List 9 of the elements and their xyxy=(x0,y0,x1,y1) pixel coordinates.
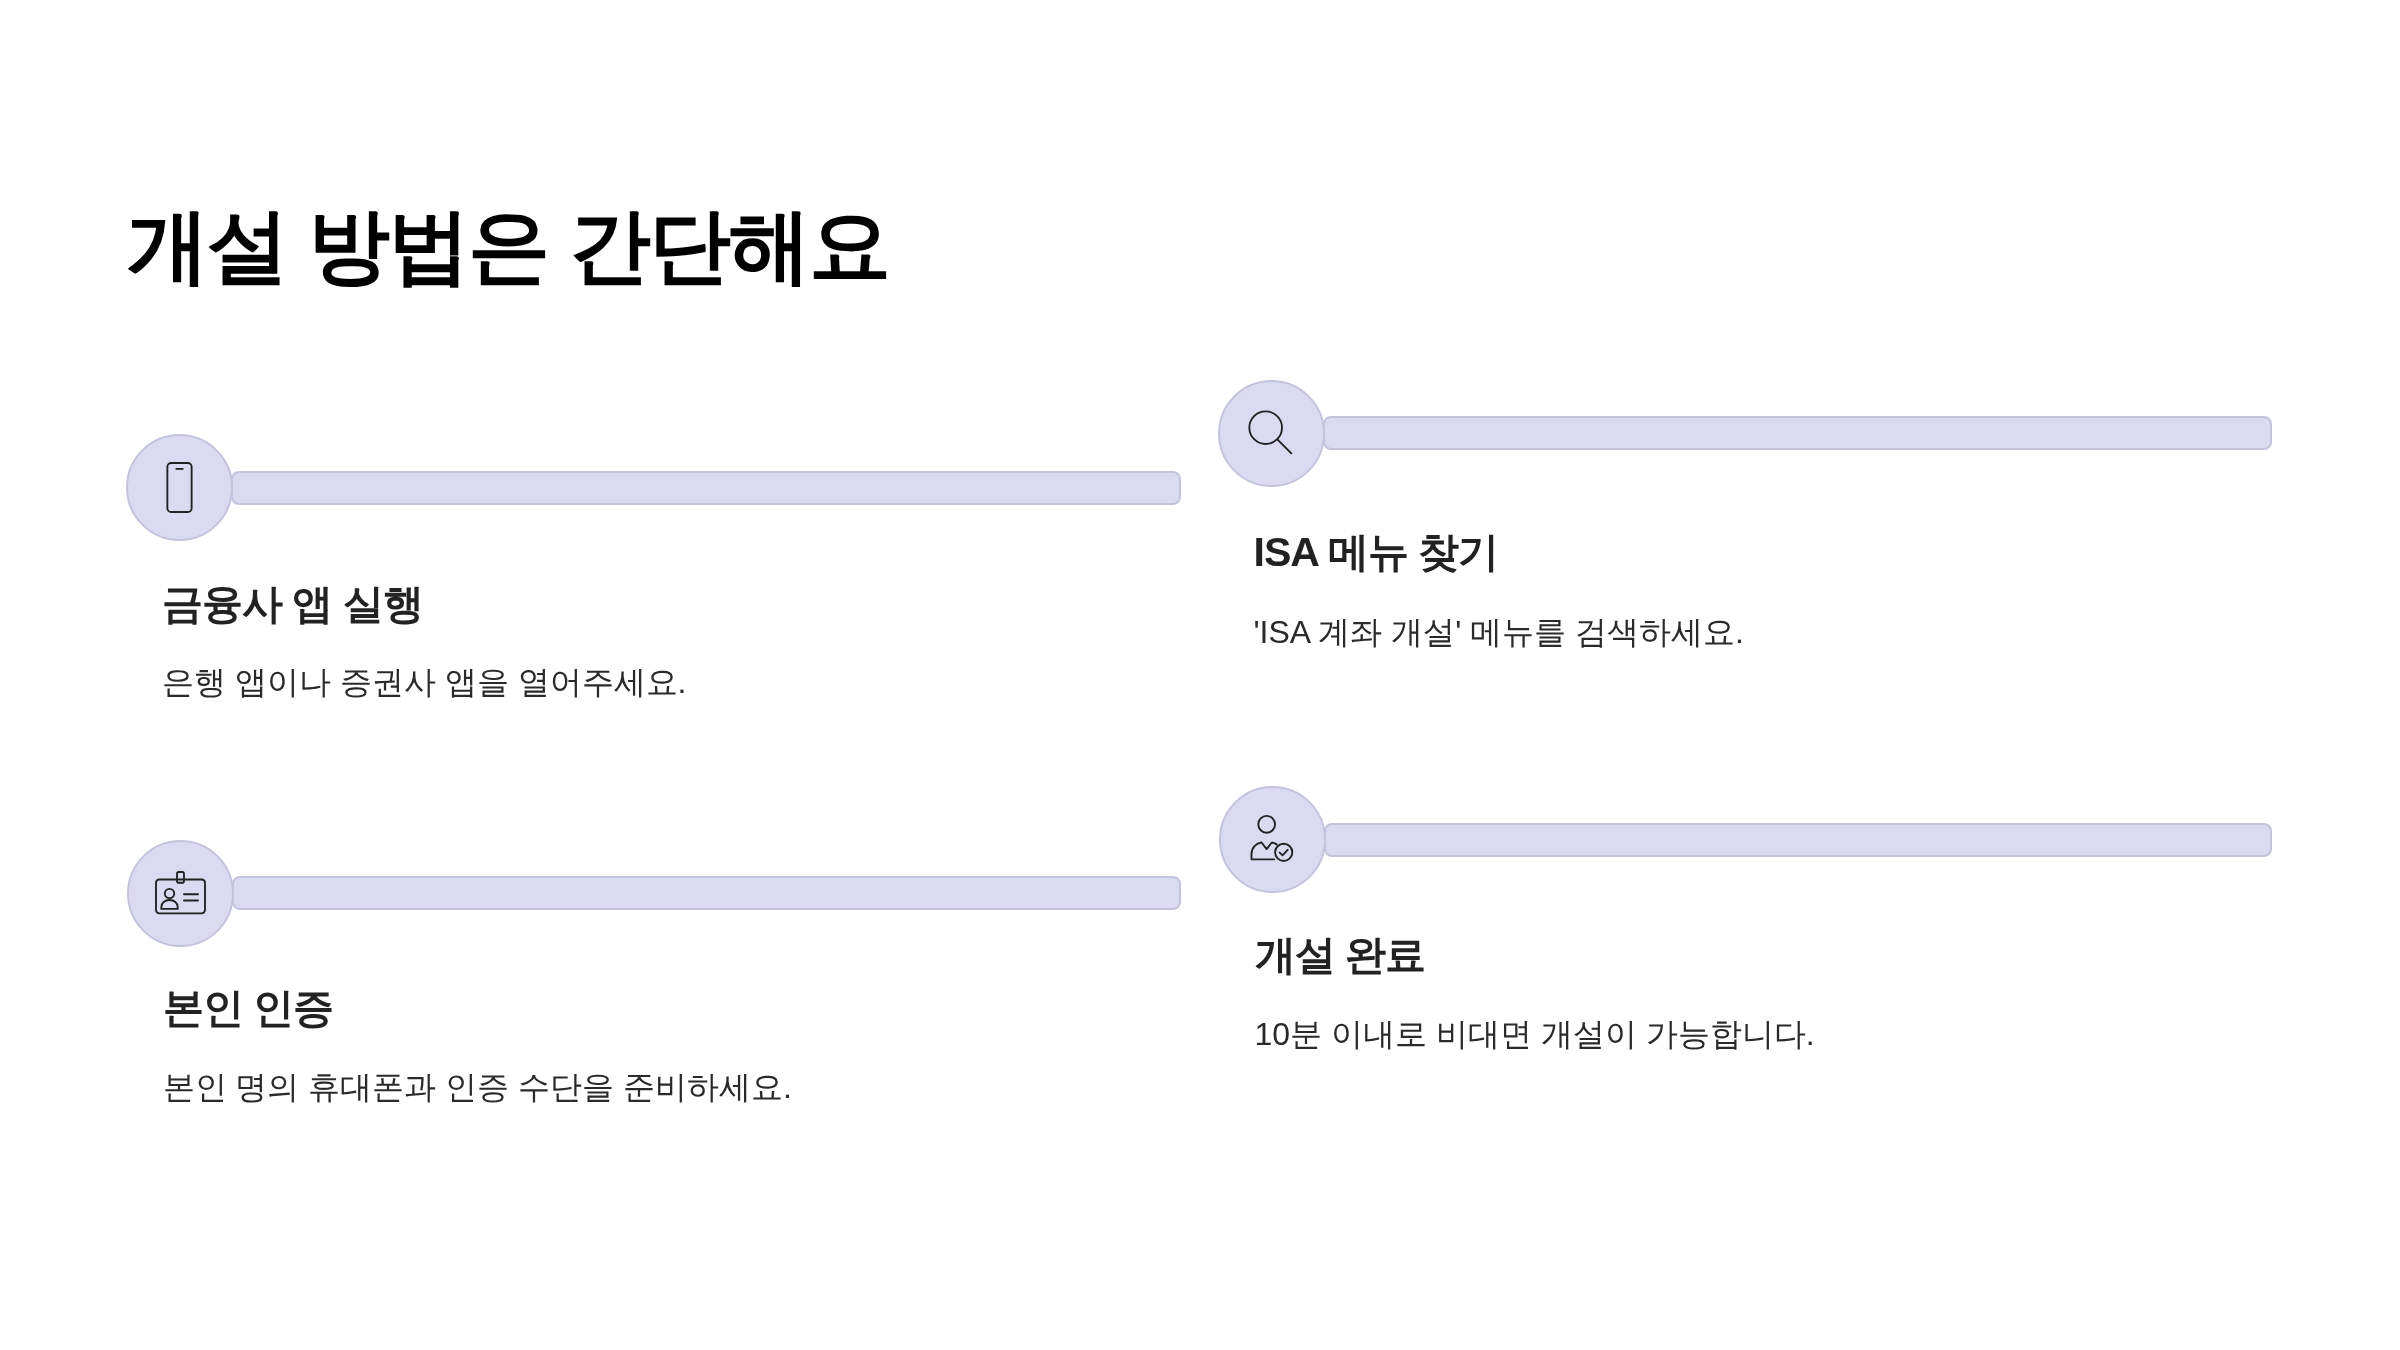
step-description: 은행 앱이나 증권사 앱을 열어주세요. xyxy=(162,666,687,698)
step-description: 10분 이내로 비대면 개설이 가능합니다. xyxy=(1254,1018,1815,1050)
step-description: 본인 명의 휴대폰과 인증 수단을 준비하세요. xyxy=(162,1071,792,1103)
step-heading: 금융사 앱 실행 xyxy=(162,584,423,625)
step-description: 'ISA 계좌 개설' 메뉴를 검색하세요. xyxy=(1253,616,1744,648)
step-heading: 본인 인증 xyxy=(162,988,333,1029)
step-heading: ISA 메뉴 찾기 xyxy=(1253,532,1499,573)
step-heading: 개설 완료 xyxy=(1254,935,1425,976)
page-title: 개설 방법은 간단해요 xyxy=(127,205,889,287)
